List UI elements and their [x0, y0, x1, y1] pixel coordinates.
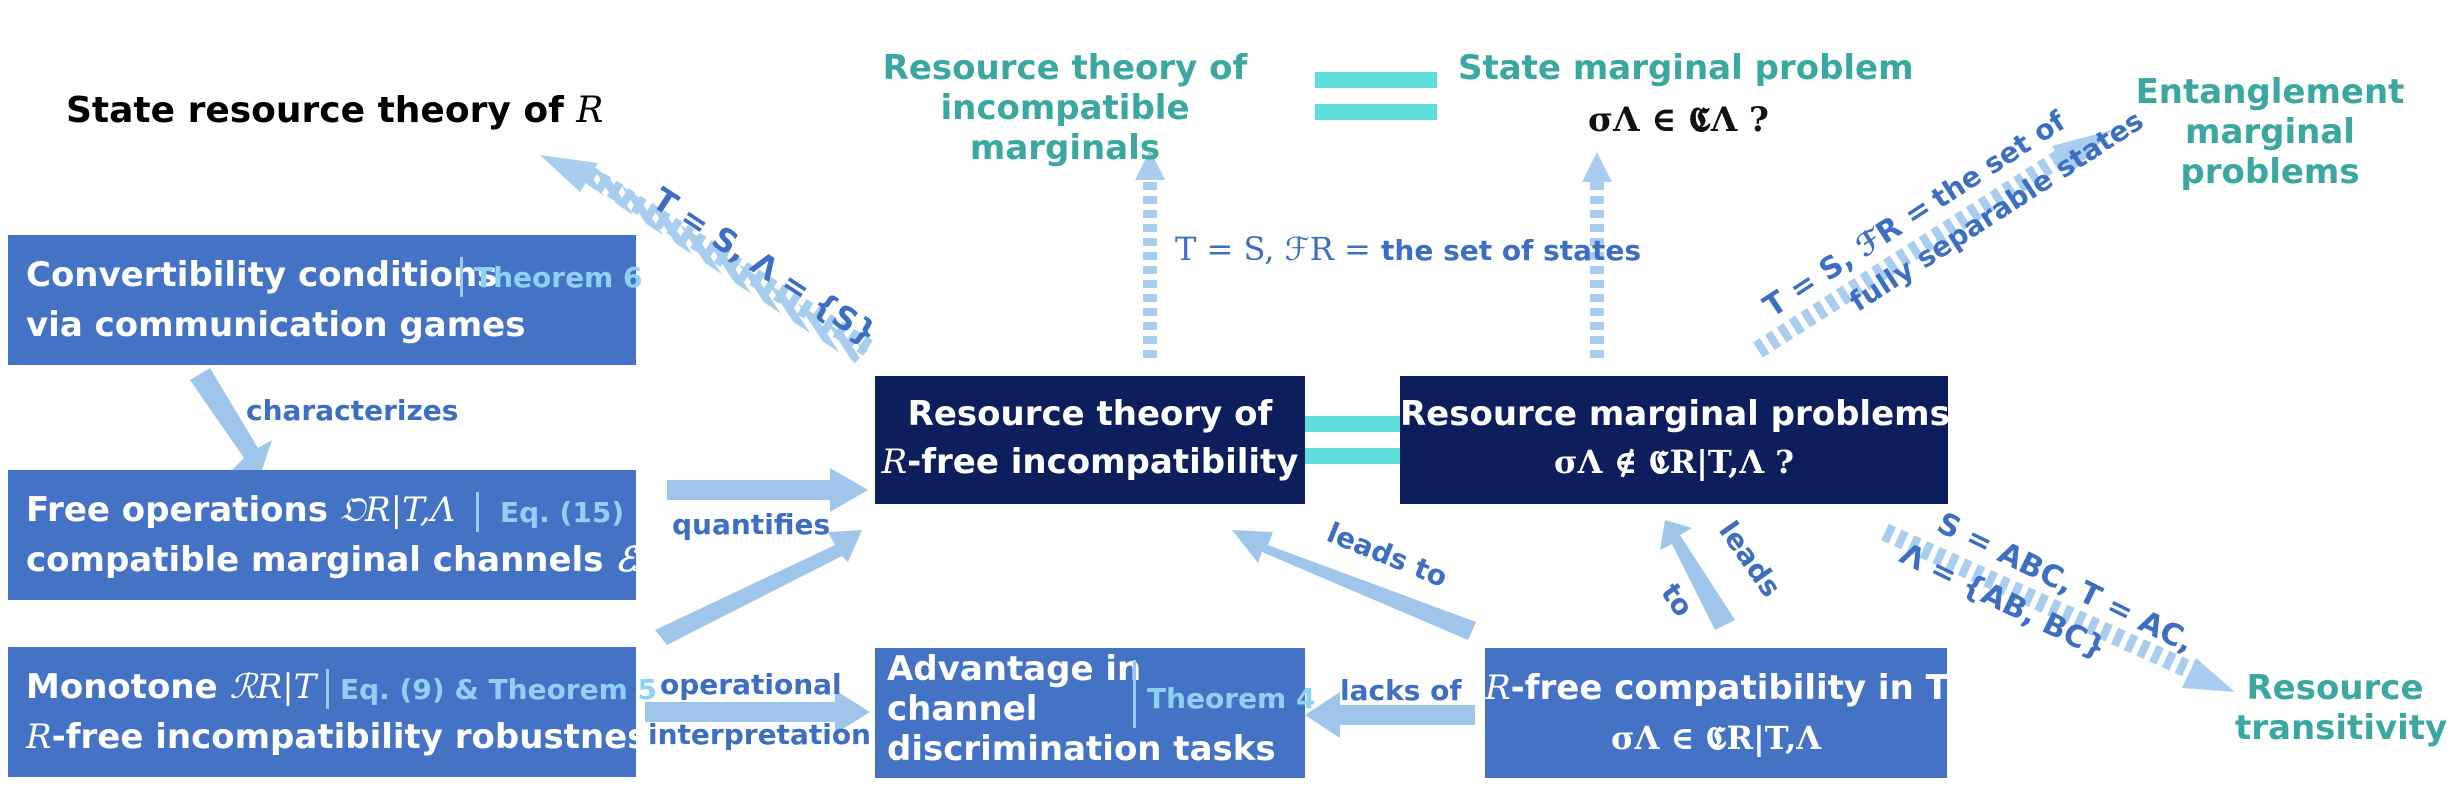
rt-free-line1: Resource theory of — [907, 394, 1273, 434]
advantage-line3: discrimination tasks — [887, 729, 1276, 769]
label-t-eq-s-states-math: T = S, ℱR = — [1175, 230, 1382, 268]
label-operational: operational — [660, 668, 842, 701]
label-quantifies: quantifies — [672, 508, 831, 541]
box-convertibility: Convertibility conditions via communicat… — [8, 235, 642, 365]
equals-mid-bar1 — [1305, 416, 1401, 432]
dashed-arrow-to-entanglement-line — [1753, 150, 2065, 358]
dashed-arrow-to-state-rt-head — [540, 155, 598, 192]
monotone-ref: Eq. (9) & Theorem 5 — [340, 673, 658, 706]
free-ops-line1-math: 𝔒R|T,Λ — [339, 490, 456, 530]
title-resource-transitivity: Resource transitivity — [2235, 668, 2448, 748]
title-state-resource-theory-prefix: State resource theory of — [66, 90, 577, 131]
state-marginal-math: σΛ ∈ 𝕮Λ ? — [1588, 100, 1769, 140]
free-ops-ref: Eq. (15) — [500, 496, 625, 529]
box-free-operations: Free operations 𝔒R|T,Λ compatible margin… — [8, 470, 662, 600]
arrow-leads-to-rt — [1232, 530, 1476, 640]
rt-free-line2-text: -free incompatibility — [907, 442, 1299, 482]
title-state-resource-theory-var: R — [576, 90, 604, 131]
label-t-eq-s-states-text: the set of states — [1381, 234, 1642, 267]
convertibility-line1: Convertibility conditions — [26, 255, 498, 295]
arrow-monotone-to-rt — [655, 530, 862, 645]
convertibility-line2: via communication games — [26, 305, 526, 345]
title-rt-incompatible-marginals: Resource theory of incompatible marginal… — [882, 48, 1248, 168]
monotone-divider — [326, 669, 329, 709]
rmp-line1: Resource marginal problems — [1400, 394, 1950, 434]
label-t-eq-s-lambda: T = S, Λ = {S} — [646, 180, 885, 353]
advantage-divider — [1133, 660, 1136, 728]
convertibility-divider — [460, 257, 463, 297]
convertibility-ref: Theorem 6 — [474, 261, 643, 294]
dashed-arrow-to-state-rt — [585, 170, 868, 363]
dashed-arrow-to-state-rt-line — [585, 167, 873, 356]
arrow-leads-to-rmp — [1660, 520, 1735, 630]
dashed-arrow-up-state-marginal-shaft — [1590, 182, 1604, 362]
arrow-quantifies — [667, 468, 868, 512]
rmp-line2-math: σΛ ∉ 𝕮R|T,Λ ? — [1554, 443, 1794, 481]
equals-top-bar1 — [1315, 72, 1437, 88]
dashed-arrow-up-rt-incompat-shaft — [1143, 180, 1157, 360]
free-ops-divider — [476, 492, 479, 532]
title-state-marginal-problem: State marginal problem — [1458, 48, 1914, 88]
dashed-arrow-up-rt-incompat-head — [1135, 150, 1165, 180]
box-r-free-compatibility: R-free compatibility in T σΛ ∈ 𝕮R|T,Λ — [1485, 648, 1949, 778]
free-ops-line2-math: ℰΛ — [615, 540, 663, 580]
arrow-operational — [645, 690, 870, 734]
label-interpretation: interpretation — [648, 718, 871, 751]
label-characterizes: characterizes — [246, 394, 459, 427]
advantage-line2: channel — [887, 689, 1038, 729]
label-leads-to-2a: leads — [1712, 515, 1787, 603]
label-lacks-of: lacks of — [1340, 674, 1462, 707]
monotone-line1-text: Monotone — [26, 667, 230, 707]
dashed-arrow-to-entanglement-head — [2052, 130, 2112, 175]
box-resource-marginal-problems: Resource marginal problems σΛ ∉ 𝕮R|T,Λ ? — [1400, 376, 1950, 504]
title-entanglement-marginal: Entanglement marginal problems — [2135, 72, 2405, 192]
dashed-arrow-to-transitivity-head — [2182, 658, 2235, 692]
compat-line2-math: σΛ ∈ 𝕮R|T,Λ — [1610, 719, 1822, 757]
compat-line1-math: R — [1485, 668, 1511, 708]
rt-free-line2-math: R — [881, 442, 908, 482]
advantage-ref: Theorem 4 — [1147, 682, 1316, 715]
monotone-line2-text: -free incompatibility robustness — [51, 717, 668, 757]
compat-line1-text: -free compatibility in T — [1510, 668, 1949, 708]
free-ops-line1-text: Free operations — [26, 490, 340, 530]
dashed-arrow-up-state-marginal-head — [1582, 152, 1612, 182]
box-rt-free-incompat: Resource theory of R-free incompatibilit… — [875, 376, 1305, 504]
advantage-line1: Advantage in — [887, 649, 1142, 689]
label-t-eq-s-states: T = S, ℱR = the set of states — [1175, 230, 1641, 268]
title-state-resource-theory: State resource theory of R — [66, 90, 603, 131]
box-monotone: Monotone ℛR|T R-free incompatibility rob… — [8, 647, 668, 777]
arrow-characterizes — [190, 368, 272, 470]
equals-top-bar2 — [1315, 104, 1437, 120]
free-ops-line2-text: compatible marginal channels — [26, 540, 616, 580]
monotone-line2-math: R — [26, 717, 52, 757]
equals-mid-bar2 — [1305, 448, 1401, 464]
monotone-line1-math: ℛR|T — [229, 667, 317, 707]
arrow-lacks-of — [1305, 692, 1475, 738]
box-advantage: Advantage in channel discrimination task… — [875, 648, 1315, 778]
